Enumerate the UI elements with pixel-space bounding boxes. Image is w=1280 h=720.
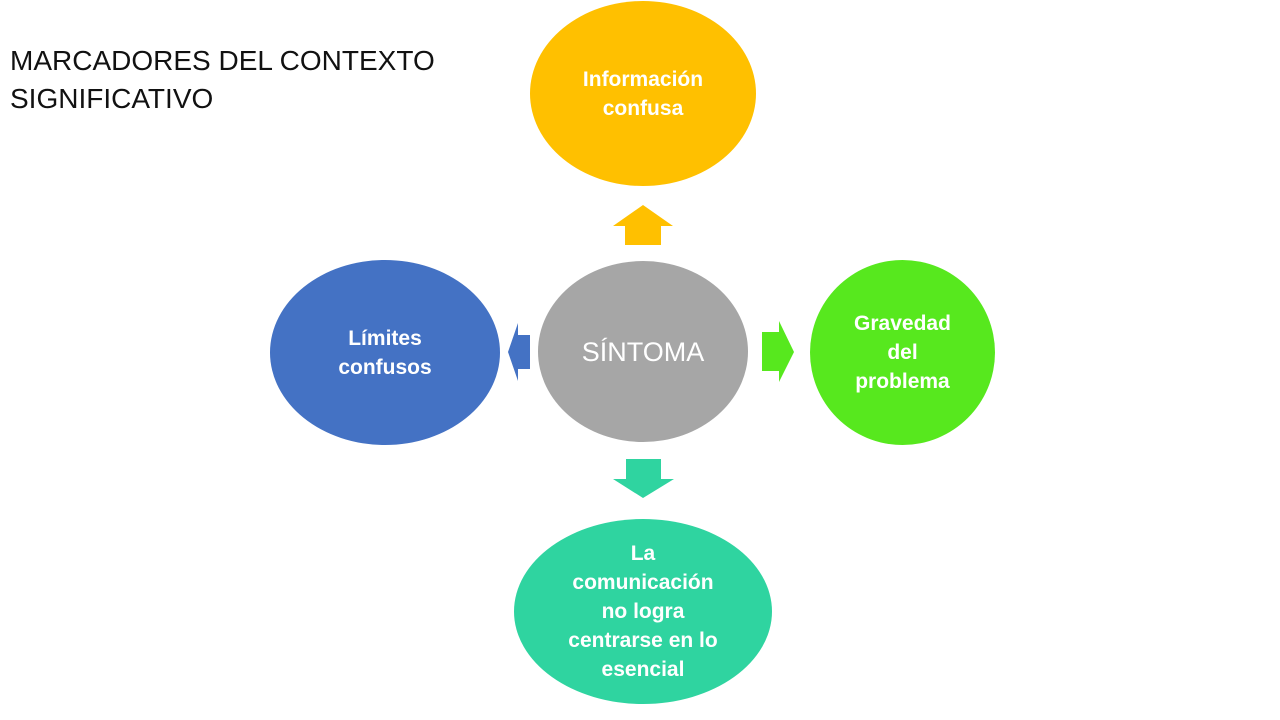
node-gravedad-del-problema: Gravedad del problema (810, 260, 995, 445)
arrow-down (613, 459, 674, 498)
node-label: Información confusa (582, 67, 704, 120)
node-label: La comunicación no logra centrarse en lo… (568, 542, 718, 681)
arrow-right (762, 321, 794, 382)
node-label: SÍNTOMA (581, 336, 705, 367)
node-informacion-confusa: Información confusa (530, 1, 756, 186)
node-limites-confusos: Límites confusos (270, 260, 500, 445)
node-label: Gravedad del problema (854, 312, 951, 393)
node-comunicacion: La comunicación no logra centrarse en lo… (514, 519, 772, 704)
node-sintoma: SÍNTOMA (538, 261, 748, 442)
arrow-up (613, 205, 673, 245)
slide-title: MARCADORES DEL CONTEXTO SIGNIFICATIVO (10, 45, 435, 114)
arrow-left (508, 323, 530, 381)
node-label: Límites confusos (338, 326, 432, 379)
